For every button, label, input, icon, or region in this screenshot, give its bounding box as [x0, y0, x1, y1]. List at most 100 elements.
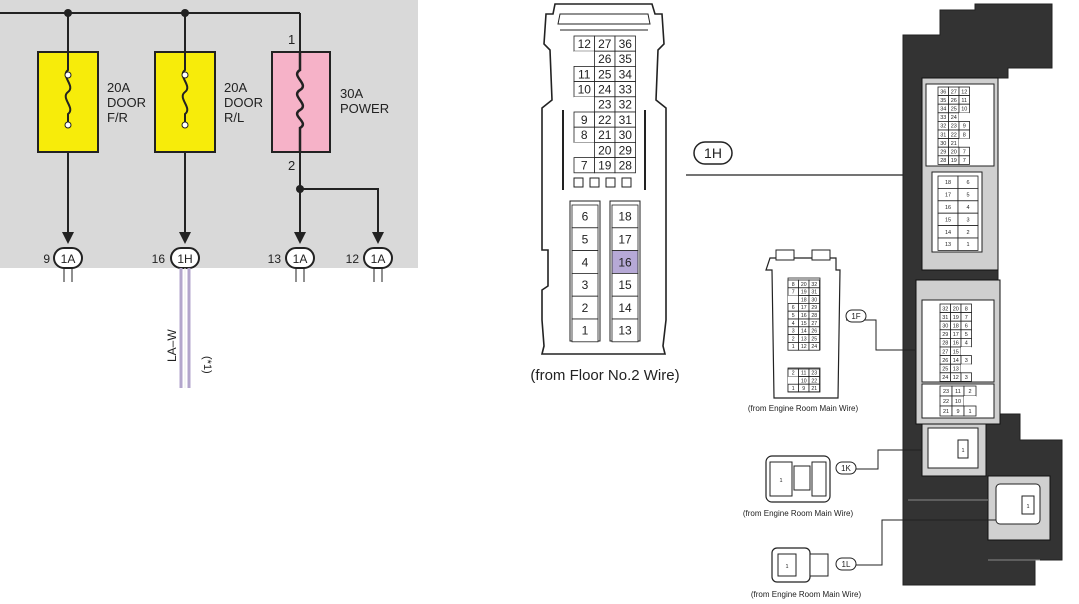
callout-1f-label: 1F: [851, 312, 860, 321]
pin-number: 26: [811, 329, 817, 335]
pin-number: 28: [619, 159, 633, 173]
pin-number: 13: [945, 242, 951, 248]
pin-number: 17: [945, 193, 951, 199]
pin-number: 19: [801, 290, 807, 296]
pin-number: 35: [940, 98, 946, 104]
pin-number: 12: [801, 344, 807, 350]
connector-code: 1H: [177, 252, 192, 266]
pin-number: 23: [598, 98, 612, 112]
pin-number: 7: [965, 315, 968, 321]
pin-number: 9: [963, 124, 966, 130]
pin-number: 17: [953, 332, 959, 338]
pin-number: 20: [598, 143, 612, 157]
pin-number: 12: [578, 37, 592, 51]
pin-number: 22: [811, 378, 817, 384]
pin-number: 10: [961, 106, 967, 112]
pin-number: 6: [792, 305, 795, 311]
pin-number: 26: [598, 52, 612, 66]
fuse-power: 1 2 30A POWER: [271, 13, 389, 244]
pin-number: 28: [942, 341, 948, 347]
pin-number: 33: [940, 115, 946, 121]
pin-number: 21: [951, 141, 957, 147]
connector-code: 1A: [293, 252, 308, 266]
connector-pin-number: 13: [268, 252, 282, 266]
fuse-name-label: DOOR: [224, 95, 263, 110]
fuse-amp-label: 20A: [224, 80, 247, 95]
pin-number: 13: [618, 324, 632, 338]
pin-number: 16: [945, 205, 951, 211]
pin-number: 9: [581, 113, 588, 127]
pin-number: 15: [953, 349, 959, 355]
pin-number: 26: [951, 98, 957, 104]
pin-number: 15: [945, 217, 951, 223]
pin-number: 7: [792, 290, 795, 296]
pin-number: 16: [953, 341, 959, 347]
pin-number: 7: [581, 159, 588, 173]
pin-number: 10: [801, 378, 807, 384]
wire-note-label: (*1): [201, 356, 213, 374]
pin-number: 4: [965, 341, 968, 347]
pin-number: 20: [801, 282, 807, 288]
wire-color-label: LA–W: [165, 329, 179, 362]
pin-number: 18: [953, 323, 959, 329]
connector-1f-bottom-pins: 2 11 23 10 22 1 9 21: [787, 368, 820, 393]
pin-number: 2: [792, 371, 795, 377]
pin-number: 29: [811, 305, 817, 311]
pin-number: 6: [966, 180, 969, 186]
connector-1k: 1 (from Engine Room Main Wire) 1K: [743, 449, 922, 518]
pin-number: 8: [792, 282, 795, 288]
pin-number: 21: [598, 128, 612, 142]
pin-number: 5: [582, 233, 589, 247]
pin-number: 11: [801, 371, 806, 377]
pin-number: 14: [945, 230, 951, 236]
pin-number: 20: [951, 149, 957, 155]
pin-number: 32: [942, 306, 948, 312]
connector-1k-caption: (from Engine Room Main Wire): [743, 509, 854, 518]
pin-number: 16: [801, 313, 807, 319]
pin-number: 36: [619, 37, 633, 51]
pin-number: 11: [961, 98, 967, 104]
pin-number: 3: [965, 358, 968, 364]
pin-number: 23: [943, 389, 949, 395]
pin-number: 27: [598, 37, 612, 51]
pin-number: 2: [966, 230, 969, 236]
pin-number: 13: [953, 366, 959, 372]
pin-number: 36: [940, 89, 946, 95]
pin-number: 30: [619, 128, 633, 142]
pin-number: 2: [582, 301, 589, 315]
pin-number: 19: [598, 159, 612, 173]
pin-number: 31: [940, 132, 946, 138]
pin-number: 6: [582, 210, 589, 224]
pin-number: 6: [965, 323, 968, 329]
connector-pin-number: 12: [346, 252, 360, 266]
pin-number: 21: [811, 386, 817, 392]
connector-code: 1A: [371, 252, 386, 266]
pin-number: 23: [811, 371, 817, 377]
connector-pin-1h-16: 1H 16 LA–W (*1): [152, 247, 213, 388]
pin-number: 13: [801, 336, 807, 342]
pin-number: 17: [801, 305, 807, 311]
pin-number: 1: [792, 386, 795, 392]
pin-number: 10: [578, 83, 592, 97]
pin-cell: [574, 142, 595, 158]
pin-number: 25: [811, 336, 817, 342]
pin-cell: [964, 396, 976, 406]
pin-number: 22: [951, 132, 957, 138]
fuse-pin-label: 2: [288, 158, 295, 173]
fuse-door-fr: 20A DOOR F/R: [37, 13, 146, 244]
pin-number: 22: [598, 113, 612, 127]
connector-1f-caption: (from Engine Room Main Wire): [748, 404, 859, 413]
pin-number: 28: [940, 158, 946, 164]
pin-number: 9: [802, 386, 805, 392]
pin-number: 19: [953, 315, 959, 321]
pin-number: 23: [951, 124, 957, 130]
connector-code: 1A: [61, 252, 76, 266]
pin-cell: [571, 318, 599, 343]
pin-number: 30: [942, 323, 948, 329]
pin-number: 31: [811, 290, 817, 296]
pin-number: 27: [951, 89, 957, 95]
callout-1l-label: 1L: [842, 560, 851, 569]
